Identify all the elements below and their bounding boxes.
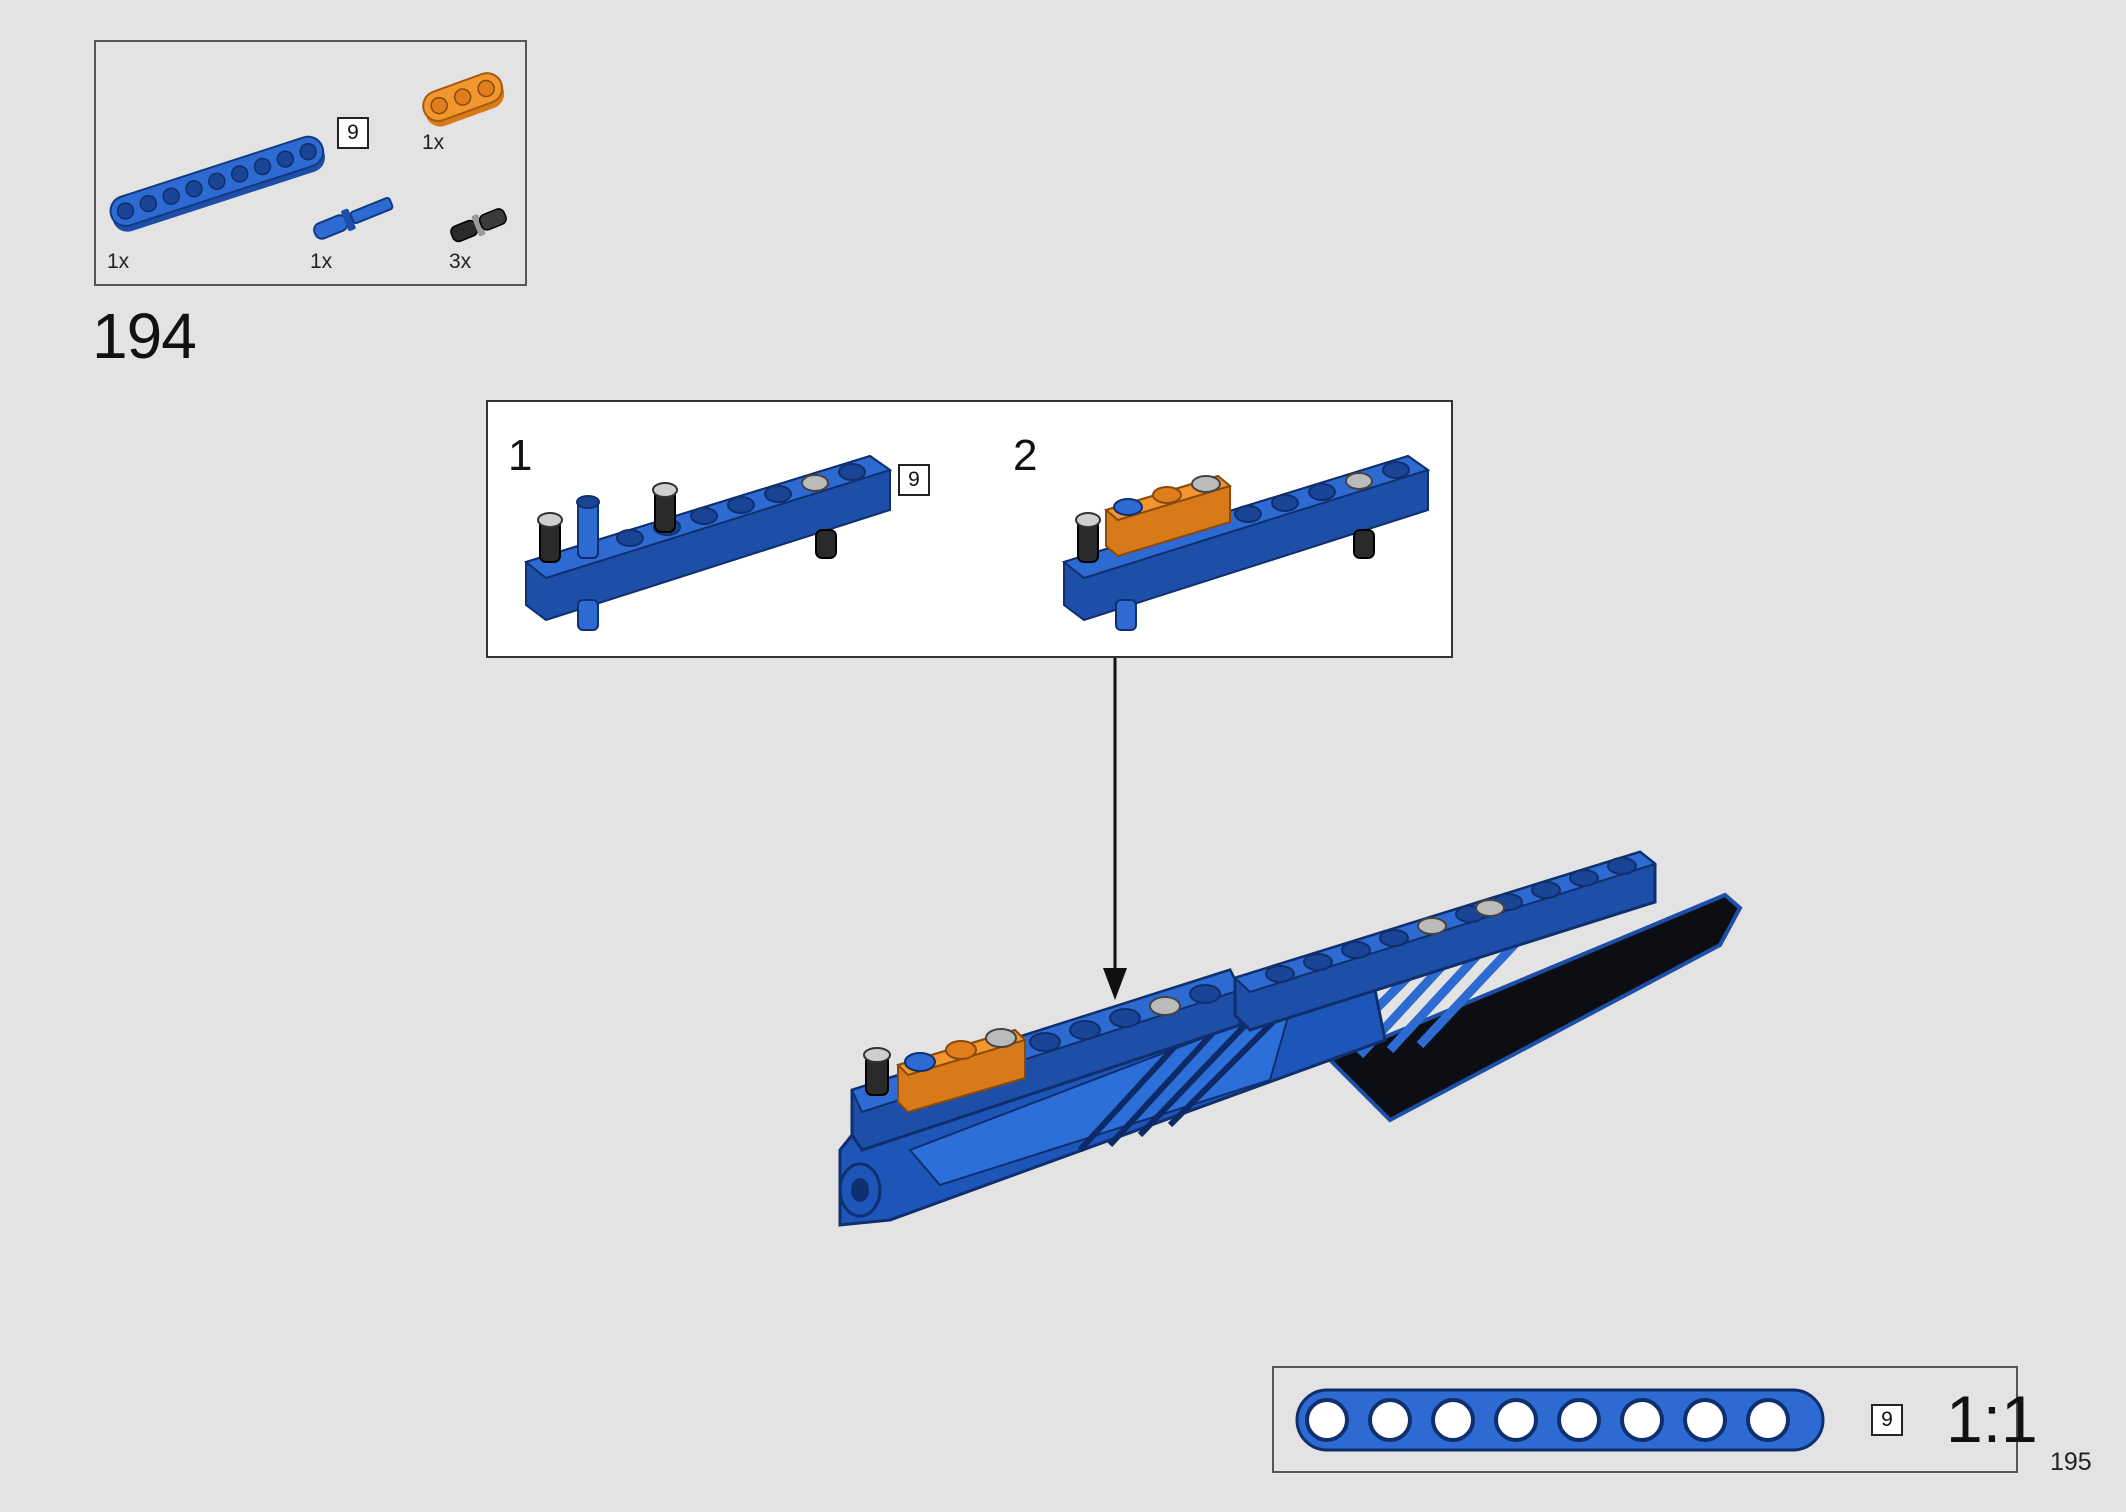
scale-label: 1:1 — [1946, 1382, 2038, 1456]
placement-arrow-icon — [1103, 658, 1127, 1000]
substep-2-assembly-icon — [1061, 454, 1431, 631]
substep-number-2: 2 — [1013, 431, 1038, 480]
substep-1-length-tag: 9 — [898, 464, 930, 496]
parts-length-tag: 9 — [337, 117, 369, 149]
parts-qty-orange-beam: 1x — [422, 131, 445, 154]
orange-beam-3-icon — [422, 72, 505, 127]
parts-list-panel — [94, 40, 527, 286]
substep-number-1: 1 — [508, 431, 533, 480]
ruler-panel — [1272, 1366, 2018, 1473]
parts-qty-axle-pin: 1x — [310, 250, 333, 273]
parts-qty-blue-beam: 1x — [107, 250, 130, 273]
substep-1-assembly-icon — [523, 454, 893, 631]
main-model-assembly-icon — [838, 850, 1743, 1227]
page-number: 195 — [2050, 1448, 2092, 1476]
parts-qty-friction-pin: 3x — [449, 250, 472, 273]
ruler-beam-9-icon — [1295, 1388, 1825, 1452]
ruler-length-tag: 9 — [1871, 1404, 1903, 1436]
blue-axle-pin-icon — [313, 196, 394, 240]
black-friction-pin-icon — [450, 208, 507, 243]
step-number: 194 — [92, 300, 197, 372]
blue-beam-9-icon — [109, 135, 325, 232]
